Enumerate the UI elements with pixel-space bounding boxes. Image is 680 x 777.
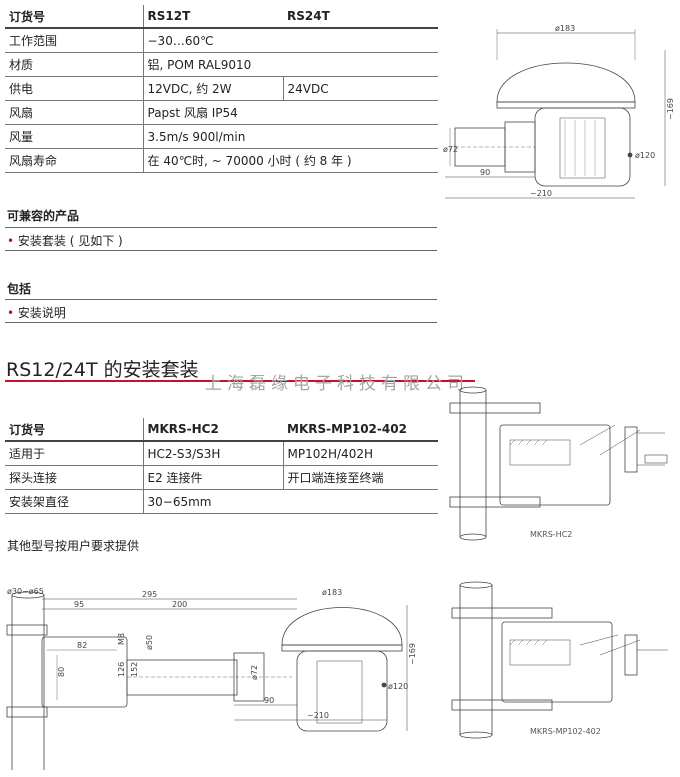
- accent-divider: [5, 380, 475, 382]
- table-row: 风量 3.5m/s 900l/min: [5, 124, 438, 149]
- table-row: 风扇寿命 在 40℃时, ~ 70000 小时 ( 约 8 年 ): [5, 148, 438, 173]
- dim-d183: ø183: [555, 24, 575, 33]
- compatible-title: 可兼容的产品: [7, 209, 80, 223]
- row-value: 开口端连接至终端: [282, 465, 438, 490]
- row-value: MP102H/402H: [282, 441, 438, 466]
- row-value: HC2-S3/S3H: [142, 441, 283, 466]
- dim-m8: M8: [117, 633, 126, 645]
- shield-mount-drawing: ø30−ø65 95 295 200 82 80 126 152 M8 ø50 …: [6, 587, 417, 770]
- table-row: 适用于 HC2-S3/S3H MP102H/402H: [5, 441, 438, 466]
- header-rs24t: RS24T: [283, 5, 438, 29]
- dim-d120: ø120: [388, 682, 408, 691]
- shield-drawing-top: ø183 ø72 ø120 90 ~210 ~169: [443, 24, 675, 199]
- row-value: Papst 风扇 IP54: [142, 100, 438, 125]
- header-order-no: 订货号: [5, 5, 143, 29]
- dim-169: ~169: [408, 643, 417, 665]
- row-label: 风扇: [5, 100, 143, 125]
- dim-95: 95: [74, 600, 84, 609]
- custom-order-note: 其他型号按用户要求提供: [7, 539, 140, 553]
- dim-152: 152: [130, 662, 139, 677]
- row-label: 适用于: [5, 441, 143, 466]
- spec-table-header: 订货号 RS12T RS24T: [5, 5, 438, 29]
- row-value: 在 40℃时, ~ 70000 小时 ( 约 8 年 ): [142, 148, 438, 173]
- bullet-icon: •: [7, 306, 15, 320]
- table-row: 供电 12VDC, 约 2W 24VDC: [5, 76, 438, 101]
- row-value: 12VDC, 约 2W: [142, 76, 283, 101]
- mkrs-hc2-drawing: MKRS-HC2: [449, 386, 668, 541]
- row-value: 3.5m/s 900l/min: [142, 124, 438, 149]
- dim-90: 90: [480, 168, 490, 177]
- row-label: 风量: [5, 124, 143, 149]
- table-row: 风扇 Papst 风扇 IP54: [5, 100, 438, 125]
- spec-table: 订货号 RS12T RS24T 工作范围 −30…60℃ 材质 铝, POM R…: [5, 5, 438, 173]
- row-label: 安装架直径: [5, 489, 143, 514]
- caption-mkrs-hc2: MKRS-HC2: [530, 530, 572, 539]
- mkrs-mp-drawing: MKRS-MP102-402: [451, 581, 668, 739]
- row-label: 材质: [5, 52, 143, 77]
- row-label: 工作范围: [5, 28, 143, 53]
- table-row: 材质 铝, POM RAL9010: [5, 52, 438, 77]
- row-label: 风扇寿命: [5, 148, 143, 173]
- dim-200: 200: [172, 600, 187, 609]
- header-rs12t: RS12T: [142, 5, 283, 29]
- dim-90: 90: [264, 696, 274, 705]
- row-label: 探头连接: [5, 465, 143, 490]
- dim-d72: ø72: [250, 665, 259, 680]
- header-mkrs-mp: MKRS-MP102-402: [283, 418, 438, 442]
- dim-d50: ø50: [145, 635, 154, 650]
- compatible-item: • 安装套装 ( 见如下 ): [7, 232, 123, 249]
- header-mkrs-hc2: MKRS-HC2: [142, 418, 283, 442]
- dim-210: ~210: [530, 189, 552, 198]
- dim-80: 80: [57, 667, 66, 677]
- caption-mkrs-mp: MKRS-MP102-402: [530, 727, 601, 736]
- dim-d183: ø183: [322, 588, 342, 597]
- table-row: 工作范围 −30…60℃: [5, 28, 438, 53]
- dim-210: ~210: [307, 711, 329, 720]
- dim-82: 82: [77, 641, 87, 650]
- company-watermark: 上海磊缘电子科技有限公司: [205, 374, 469, 394]
- kit-table-header: 订货号 MKRS-HC2 MKRS-MP102-402: [5, 418, 438, 442]
- kit-table: 订货号 MKRS-HC2 MKRS-MP102-402 适用于 HC2-S3/S…: [5, 418, 438, 514]
- bullet-icon: •: [7, 234, 15, 248]
- row-value: 铝, POM RAL9010: [142, 52, 438, 77]
- package-title: 包括: [7, 282, 32, 296]
- dim-d72: ø72: [443, 145, 458, 154]
- dim-169: ~169: [666, 98, 675, 120]
- row-label: 供电: [5, 76, 143, 101]
- divider: [5, 227, 437, 228]
- kit-section-title: RS12/24T 的安装套装: [6, 359, 199, 381]
- dim-d120: ø120: [635, 151, 655, 160]
- table-row: 探头连接 E2 连接件 开口端连接至终端: [5, 465, 438, 490]
- dim-pipe: ø30−ø65: [7, 587, 44, 596]
- compatible-item-text: 安装套装 ( 见如下 ): [17, 234, 123, 248]
- header-order-no: 订货号: [5, 418, 143, 442]
- row-value: 30−65mm: [142, 489, 438, 514]
- row-value: 24VDC: [282, 76, 438, 101]
- dim-126: 126: [117, 662, 126, 677]
- row-value: −30…60℃: [142, 28, 438, 53]
- divider: [5, 250, 437, 251]
- row-value: E2 连接件: [142, 465, 283, 490]
- divider: [5, 299, 437, 300]
- divider: [5, 322, 437, 323]
- dim-295: 295: [142, 590, 157, 599]
- package-item-text: 安装说明: [17, 306, 66, 320]
- package-item: • 安装说明: [7, 304, 66, 321]
- table-row: 安装架直径 30−65mm: [5, 489, 438, 514]
